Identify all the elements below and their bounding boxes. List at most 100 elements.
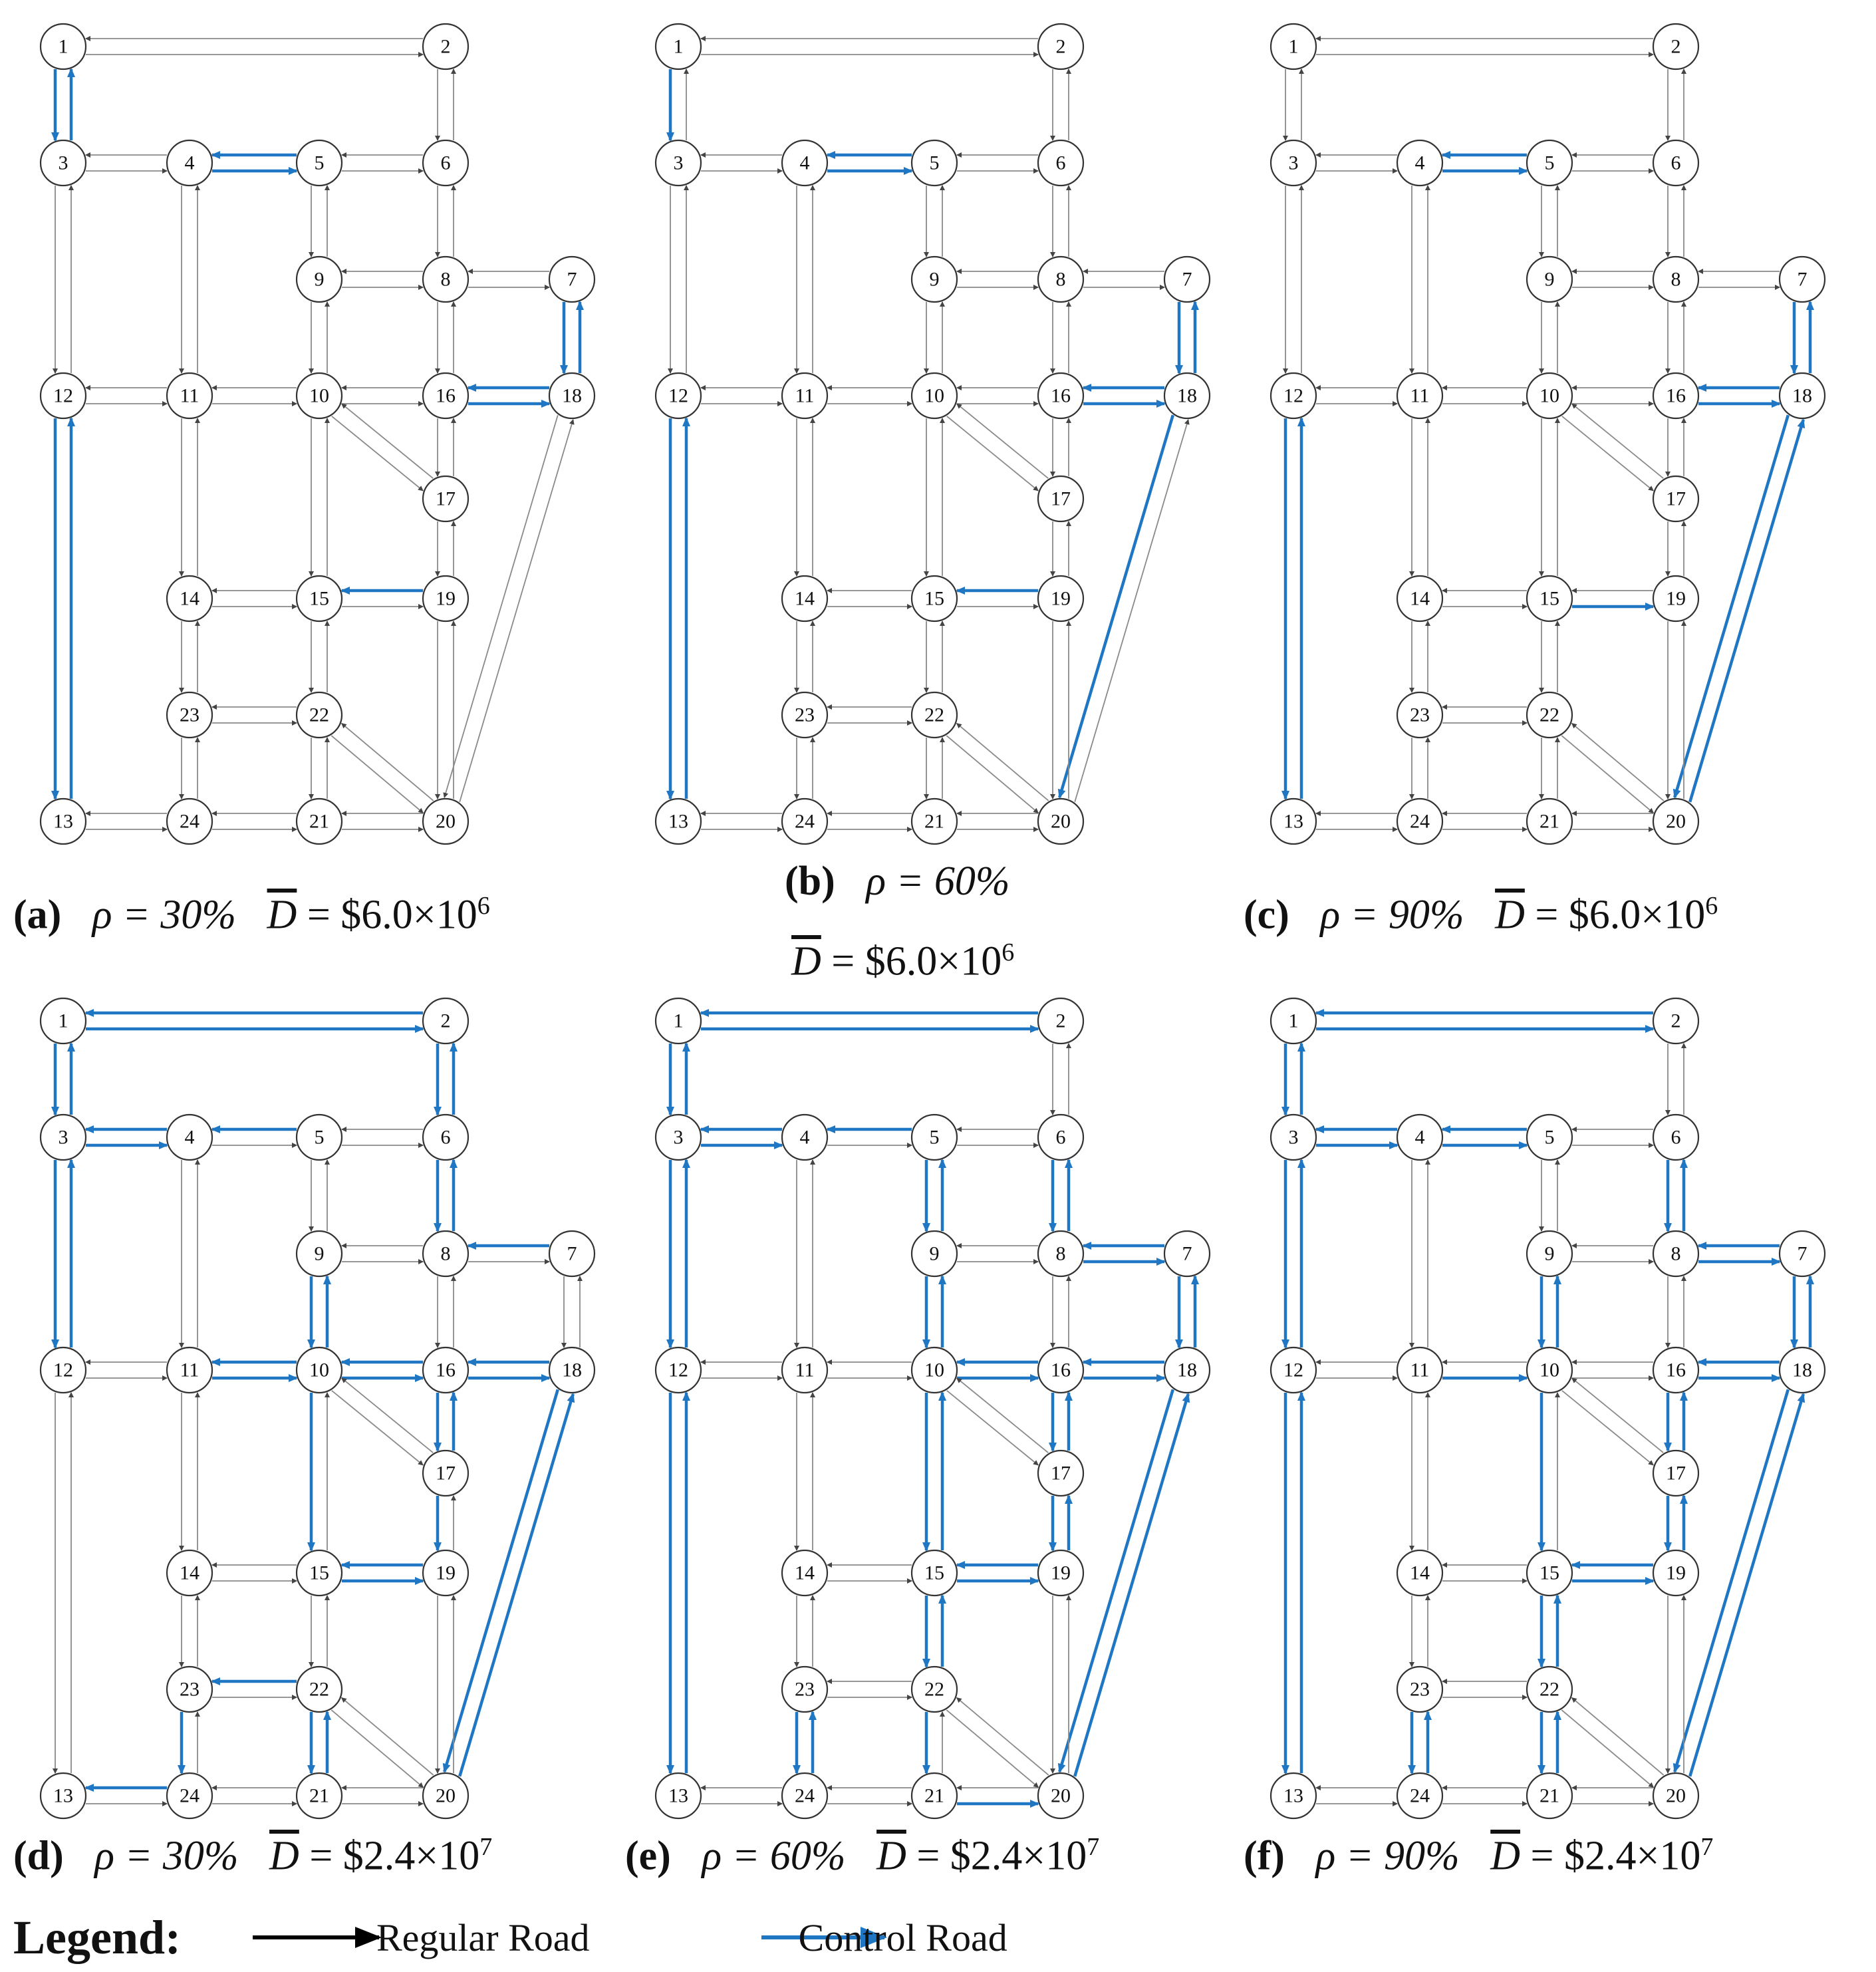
- node-2: 2: [1652, 997, 1700, 1045]
- node-label: 6: [1671, 152, 1681, 174]
- node-23: 23: [781, 1665, 829, 1713]
- node-7: 7: [1778, 1230, 1826, 1278]
- node-label: 23: [1410, 704, 1430, 726]
- regular-road-22-20: [946, 1709, 1039, 1788]
- node-label: 13: [1283, 1785, 1303, 1807]
- node-17: 17: [1652, 1449, 1700, 1497]
- node-3: 3: [654, 139, 702, 187]
- node-14: 14: [1396, 575, 1444, 623]
- node-label: 9: [315, 1243, 325, 1265]
- node-label: 24: [795, 811, 815, 833]
- node-label: 23: [795, 1679, 815, 1701]
- node-4: 4: [1396, 139, 1444, 187]
- node-label: 24: [795, 1785, 815, 1807]
- regular-road-22-20: [331, 1709, 424, 1788]
- regular-road-20-22: [340, 1697, 434, 1776]
- node-5: 5: [1526, 1113, 1573, 1161]
- node-label: 4: [800, 152, 810, 174]
- node-15: 15: [910, 575, 958, 623]
- regular-road-20-18: [1074, 419, 1190, 803]
- regular-road-22-20: [331, 735, 424, 813]
- node-label: 10: [924, 385, 944, 407]
- node-label: 10: [1540, 385, 1559, 407]
- node-label: 18: [1792, 385, 1812, 407]
- node-label: 17: [436, 488, 456, 510]
- node-label: 4: [185, 1127, 195, 1149]
- node-24: 24: [166, 797, 213, 845]
- control-road-18-20: [1057, 1389, 1174, 1773]
- node-label: 5: [315, 1127, 325, 1149]
- node-label: 22: [309, 1679, 329, 1701]
- node-label: 1: [674, 1010, 684, 1032]
- node-label: 16: [436, 1359, 456, 1381]
- node-24: 24: [781, 1772, 829, 1820]
- node-label: 3: [59, 152, 68, 174]
- node-9: 9: [910, 1230, 958, 1278]
- node-label: 5: [1545, 1127, 1555, 1149]
- regular-road-20-22: [956, 723, 1049, 801]
- node-label: 6: [441, 1127, 451, 1149]
- node-15: 15: [295, 1549, 343, 1597]
- node-16: 16: [422, 372, 469, 420]
- node-4: 4: [781, 139, 829, 187]
- node-label: 8: [441, 269, 451, 291]
- node-9: 9: [1526, 255, 1573, 303]
- node-label: 11: [1410, 1359, 1430, 1381]
- node-20: 20: [1652, 1772, 1700, 1820]
- node-24: 24: [1396, 797, 1444, 845]
- node-22: 22: [295, 1665, 343, 1713]
- node-18: 18: [548, 372, 596, 420]
- node-label: 10: [309, 385, 329, 407]
- regular-road-17-10: [956, 403, 1049, 479]
- regular-road-20-22: [1571, 1697, 1665, 1776]
- regular-road-20-18: [459, 419, 575, 803]
- node-label: 18: [1792, 1359, 1812, 1381]
- regular-road-10-17: [1561, 416, 1654, 492]
- node-label: 24: [1410, 1785, 1430, 1807]
- node-23: 23: [1396, 1665, 1444, 1713]
- regular-road-22-20: [1561, 735, 1655, 813]
- node-label: 7: [567, 1243, 577, 1265]
- node-label: 23: [180, 1679, 200, 1701]
- node-2: 2: [422, 997, 469, 1045]
- caption-c: (c) ρ = 90% D = $6.0×106: [1244, 892, 1718, 938]
- node-11: 11: [1396, 372, 1444, 420]
- regular-road-10-17: [331, 416, 424, 492]
- node-4: 4: [1396, 1113, 1444, 1161]
- node-1: 1: [39, 23, 87, 70]
- node-18: 18: [548, 1346, 596, 1394]
- node-label: 12: [668, 1359, 688, 1381]
- control-road-20-18: [1688, 1393, 1806, 1777]
- node-label: 2: [1056, 36, 1066, 58]
- node-13: 13: [1270, 1772, 1317, 1820]
- node-label: 15: [1540, 588, 1559, 610]
- node-19: 19: [422, 575, 469, 623]
- node-label: 9: [930, 1243, 940, 1265]
- node-13: 13: [39, 1772, 87, 1820]
- node-label: 6: [441, 152, 451, 174]
- node-label: 11: [180, 385, 200, 407]
- regular-road-10-17: [946, 1390, 1039, 1466]
- node-4: 4: [781, 1113, 829, 1161]
- node-3: 3: [1270, 1113, 1317, 1161]
- node-label: 20: [1051, 1785, 1071, 1807]
- node-21: 21: [910, 1772, 958, 1820]
- node-label: 18: [562, 385, 582, 407]
- node-label: 7: [1182, 269, 1192, 291]
- caption-b-line1: (b) ρ = 60%: [785, 859, 1010, 904]
- node-label: 5: [1545, 152, 1555, 174]
- node-label: 16: [436, 385, 456, 407]
- node-6: 6: [422, 1113, 469, 1161]
- legend-regular-label: Regular Road: [376, 1915, 590, 1959]
- node-7: 7: [1163, 1230, 1211, 1278]
- node-20: 20: [1652, 797, 1700, 845]
- node-2: 2: [422, 23, 469, 70]
- node-label: 24: [1410, 811, 1430, 833]
- node-8: 8: [1037, 255, 1085, 303]
- node-label: 20: [436, 811, 456, 833]
- node-16: 16: [1652, 1346, 1700, 1394]
